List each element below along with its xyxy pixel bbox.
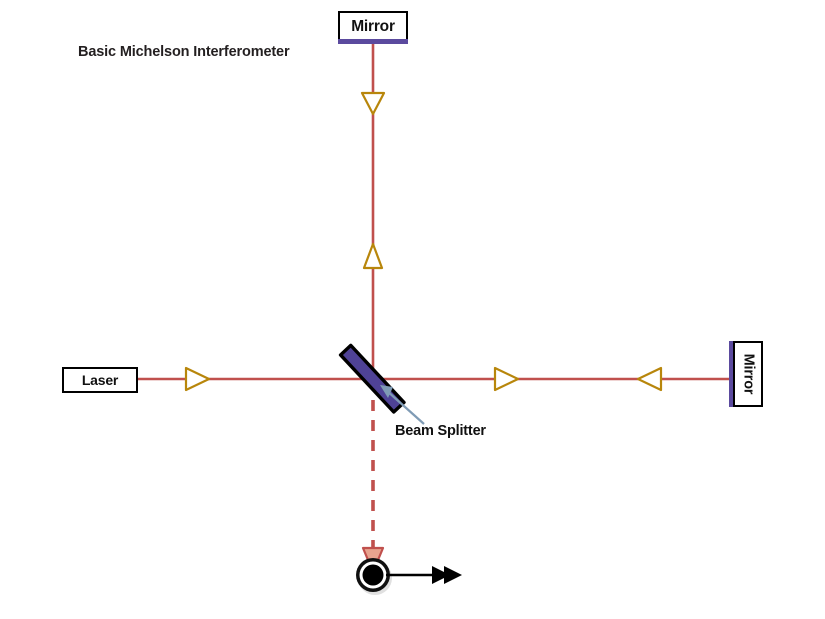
detector-core	[362, 564, 384, 586]
laser-source[interactable]: Laser	[62, 367, 138, 393]
beam-arrow-right-from-laser	[184, 366, 211, 392]
mirror-right[interactable]: Mirror	[733, 341, 763, 407]
laser-label: Laser	[81, 372, 119, 388]
page-title: Basic Michelson Interferometer	[78, 44, 290, 60]
detector[interactable]	[356, 558, 392, 595]
mirror-top-label: Mirror	[351, 17, 395, 35]
detector-output-arrow	[386, 566, 462, 584]
mirror-top[interactable]: Mirror	[338, 11, 408, 42]
beam-arrow-down-upper	[360, 91, 386, 116]
beam-splitter-label: Beam Splitter	[395, 423, 486, 439]
mirror-right-label: Mirror	[740, 353, 757, 395]
beam-arrow-left-return	[636, 366, 663, 392]
beam-splitter-pointer-arrow	[380, 385, 425, 425]
beam-arrow-up-lower	[362, 242, 384, 270]
beam-arrow-right-to-mirror	[493, 366, 520, 392]
mirror-right-reflective-surface	[729, 341, 734, 407]
mirror-top-reflective-surface	[338, 39, 408, 44]
